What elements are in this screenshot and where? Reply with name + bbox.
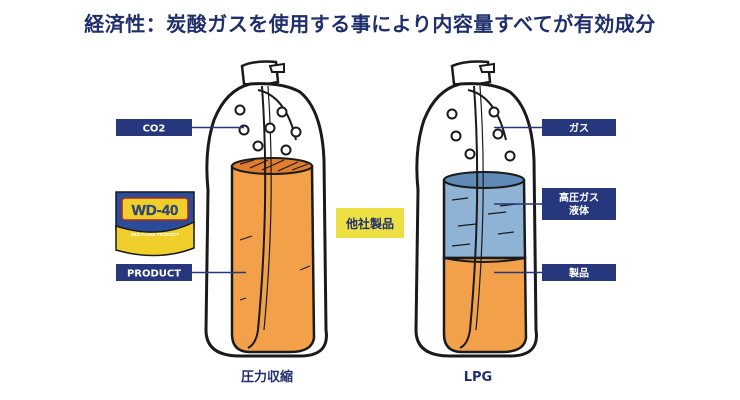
left-can <box>204 60 328 358</box>
caption-right: LPG <box>464 370 492 385</box>
right-can-nozzle-tip <box>478 62 495 73</box>
label-liquid-gas-line2: 液体 <box>569 204 590 217</box>
right-can-dip-tube-inner <box>475 85 484 331</box>
left-can-liquid-strokes <box>239 235 311 301</box>
other-brand-tag: 他社製品 <box>336 208 404 238</box>
right-can-gas-surface <box>443 171 525 189</box>
label-gas-text: ガス <box>569 122 589 135</box>
left-can-gas-bubbles <box>234 104 302 156</box>
left-can-nozzle-tip <box>268 62 285 73</box>
right-can-dip-tube <box>459 85 479 349</box>
right-can-highlight <box>467 89 507 141</box>
label-product-text: PRODUCT <box>127 269 181 280</box>
label-liquid-gas-line1: 高圧ガス <box>559 191 599 204</box>
other-brand-text: 他社製品 <box>345 216 394 231</box>
right-can-gas-bubbles <box>446 106 516 162</box>
wd40-logo: WD-40 MULTI-USE PRODUCT <box>115 191 195 257</box>
left-can-product-liquid <box>230 159 316 354</box>
page-title: 経済性：炭酸ガスを使用する事により内容量すべてが有効成分 <box>84 12 656 36</box>
wd40-logo-tagline: MULTI-USE PRODUCT <box>131 232 179 237</box>
label-seihin: 製品 <box>542 264 616 281</box>
right-can-layer-boundary <box>443 257 526 263</box>
right-can <box>414 60 538 358</box>
label-co2-text: CO2 <box>143 124 166 135</box>
left-can-surface-hatch <box>239 159 309 172</box>
left-can-dip-tube-inner <box>263 85 272 331</box>
label-product: PRODUCT <box>116 264 192 281</box>
label-co2: CO2 <box>116 119 192 136</box>
label-liquid-gas: 高圧ガス 液体 <box>542 188 616 220</box>
left-can-dip-tube <box>247 85 267 349</box>
label-gas: ガス <box>542 119 616 136</box>
caption-left: 圧力収縮 <box>241 369 293 385</box>
right-can-product-liquid <box>442 256 528 354</box>
label-seihin-text: 製品 <box>568 267 589 280</box>
wd40-logo-wordmark: WD-40 <box>132 202 179 219</box>
